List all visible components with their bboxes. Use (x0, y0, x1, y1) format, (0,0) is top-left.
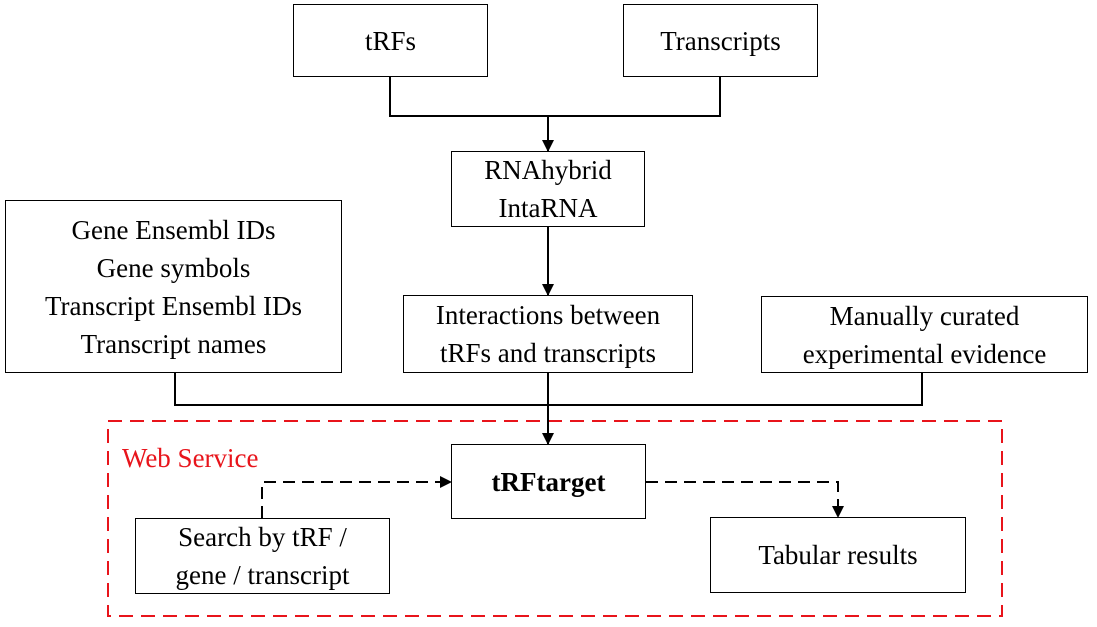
evidence-line-2: experimental evidence (802, 338, 1047, 369)
identifiers-node: Gene Ensembl IDs Gene symbols Transcript… (5, 200, 342, 373)
tools-line-1: RNAhybrid (484, 155, 612, 185)
search-node: Search by tRF / gene / transcript (135, 518, 390, 594)
connector-search-to-target (261, 476, 452, 518)
connector-target-to-results (646, 481, 844, 518)
trfs-node: tRFs (293, 4, 488, 77)
evidence-line-1: Manually curated (829, 300, 1020, 331)
interactions-line-2: tRFs and transcripts (440, 338, 656, 368)
tabular-results-node: Tabular results (710, 517, 966, 593)
interactions-node: Interactions between tRFs and transcript… (403, 295, 693, 373)
trftarget-node-text: tRFtarget (491, 466, 606, 497)
identifiers-line-4: Transcript names (80, 328, 267, 359)
identifiers-line-2: Gene symbols (96, 252, 251, 283)
search-line-2: gene / transcript (175, 560, 350, 590)
transcripts-node-text: Transcripts (660, 25, 781, 56)
web-service-group-border (107, 420, 1003, 617)
tabular-results-text: Tabular results (758, 540, 918, 570)
tools-line-2: IntaRNA (498, 193, 598, 223)
prediction-tools-node: RNAhybrid IntaRNA (451, 151, 645, 227)
evidence-node: Manually curated experimental evidence (761, 296, 1088, 373)
trftarget-node: tRFtarget (451, 444, 646, 519)
web-service-label: Web Service (122, 443, 259, 473)
identifiers-line-1: Gene Ensembl IDs (71, 214, 276, 245)
identifiers-line-3: Transcript Ensembl IDs (45, 290, 302, 321)
connector-inputs-to-tools (389, 76, 721, 151)
transcripts-node: Transcripts (623, 4, 818, 77)
interactions-line-1: Interactions between (435, 300, 661, 330)
trfs-node-text: tRFs (364, 25, 417, 56)
search-line-1: Search by tRF / (178, 522, 347, 552)
